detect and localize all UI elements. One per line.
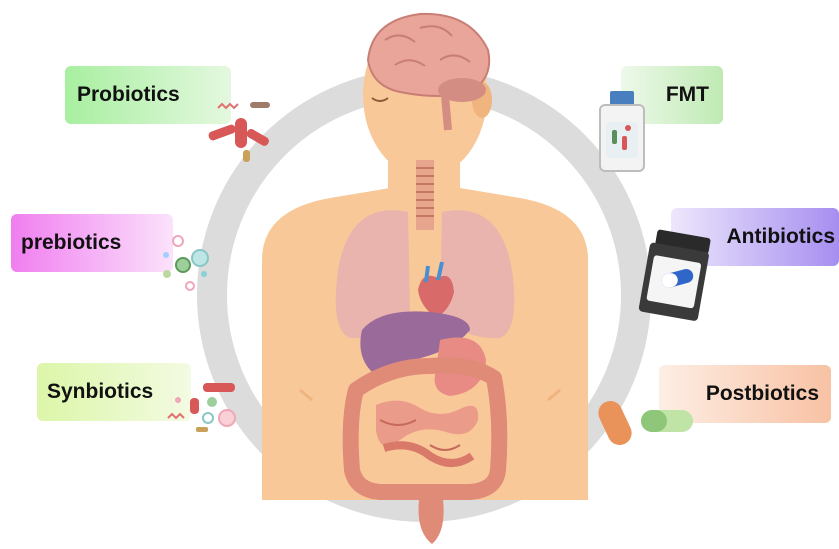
probiotics-label: Probiotics	[65, 66, 231, 124]
fmt-label: FMT	[621, 66, 723, 124]
synbiotics-label: Synbiotics	[37, 363, 191, 421]
postbiotics-label: Postbiotics	[659, 365, 831, 423]
antibiotics-label: Antibiotics	[671, 208, 839, 266]
prebiotics-label: prebiotics	[11, 214, 173, 272]
human-body-gut-brain-icon	[262, 13, 588, 544]
